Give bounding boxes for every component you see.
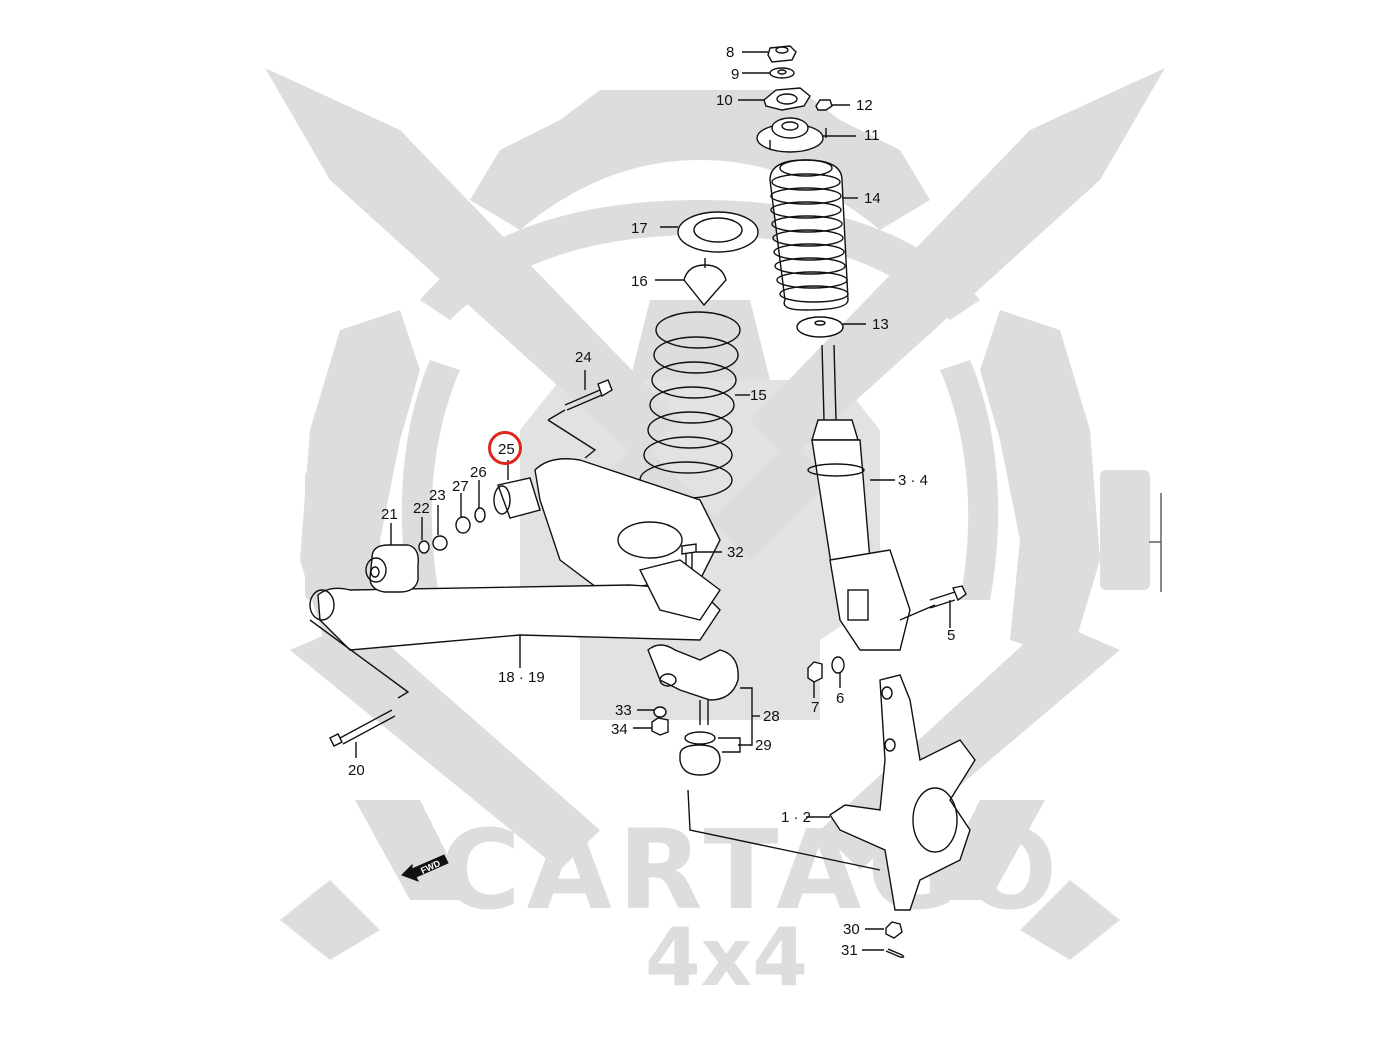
part-callout-p28: 28 bbox=[763, 708, 780, 725]
part-callout-p14: 14 bbox=[864, 190, 881, 207]
highlight-ring bbox=[488, 431, 522, 465]
part-callout-p3_4: 3 · 4 bbox=[898, 472, 929, 489]
fwd-arrow-icon: FWD bbox=[401, 854, 449, 882]
part-callout-p34: 34 bbox=[611, 721, 628, 738]
part-callout-p17: 17 bbox=[631, 220, 648, 237]
part-callout-p25: 25 bbox=[498, 441, 515, 458]
part-callout-p12: 12 bbox=[856, 97, 873, 114]
part-callout-p23: 23 bbox=[429, 487, 446, 504]
part-callout-p31: 31 bbox=[841, 942, 858, 959]
part-callout-p22: 22 bbox=[413, 500, 430, 517]
part-callout-p30: 30 bbox=[843, 921, 860, 938]
part-callout-p27: 27 bbox=[452, 478, 469, 495]
part-callout-p24: 24 bbox=[575, 349, 592, 366]
part-callout-p7: 7 bbox=[811, 699, 820, 716]
part-callout-p1_2: 1 · 2 bbox=[781, 809, 812, 826]
part-callout-p16: 16 bbox=[631, 273, 648, 290]
part-callout-p8: 8 bbox=[726, 44, 735, 61]
part-callout-p11: 11 bbox=[864, 127, 880, 144]
part-callout-p20: 20 bbox=[348, 762, 365, 779]
part-callout-p26: 26 bbox=[470, 464, 487, 481]
part-callout-p9: 9 bbox=[731, 66, 740, 83]
part-callout-p21: 21 bbox=[381, 506, 398, 523]
part-callout-p18_19: 18 · 19 bbox=[498, 669, 545, 686]
part-callout-p5: 5 bbox=[947, 627, 956, 644]
part-callout-p29: 29 bbox=[755, 737, 772, 754]
part-callout-p10: 10 bbox=[716, 92, 733, 109]
nut-icon bbox=[742, 45, 797, 63]
part-callout-p33: 33 bbox=[615, 702, 632, 719]
part-callout-p13: 13 bbox=[872, 316, 889, 333]
part-callout-p15: 15 bbox=[750, 387, 767, 404]
watermark-sub: 4x4 bbox=[645, 911, 808, 1004]
part-callout-p32: 32 bbox=[727, 544, 744, 561]
part-callout-p6: 6 bbox=[836, 690, 845, 707]
